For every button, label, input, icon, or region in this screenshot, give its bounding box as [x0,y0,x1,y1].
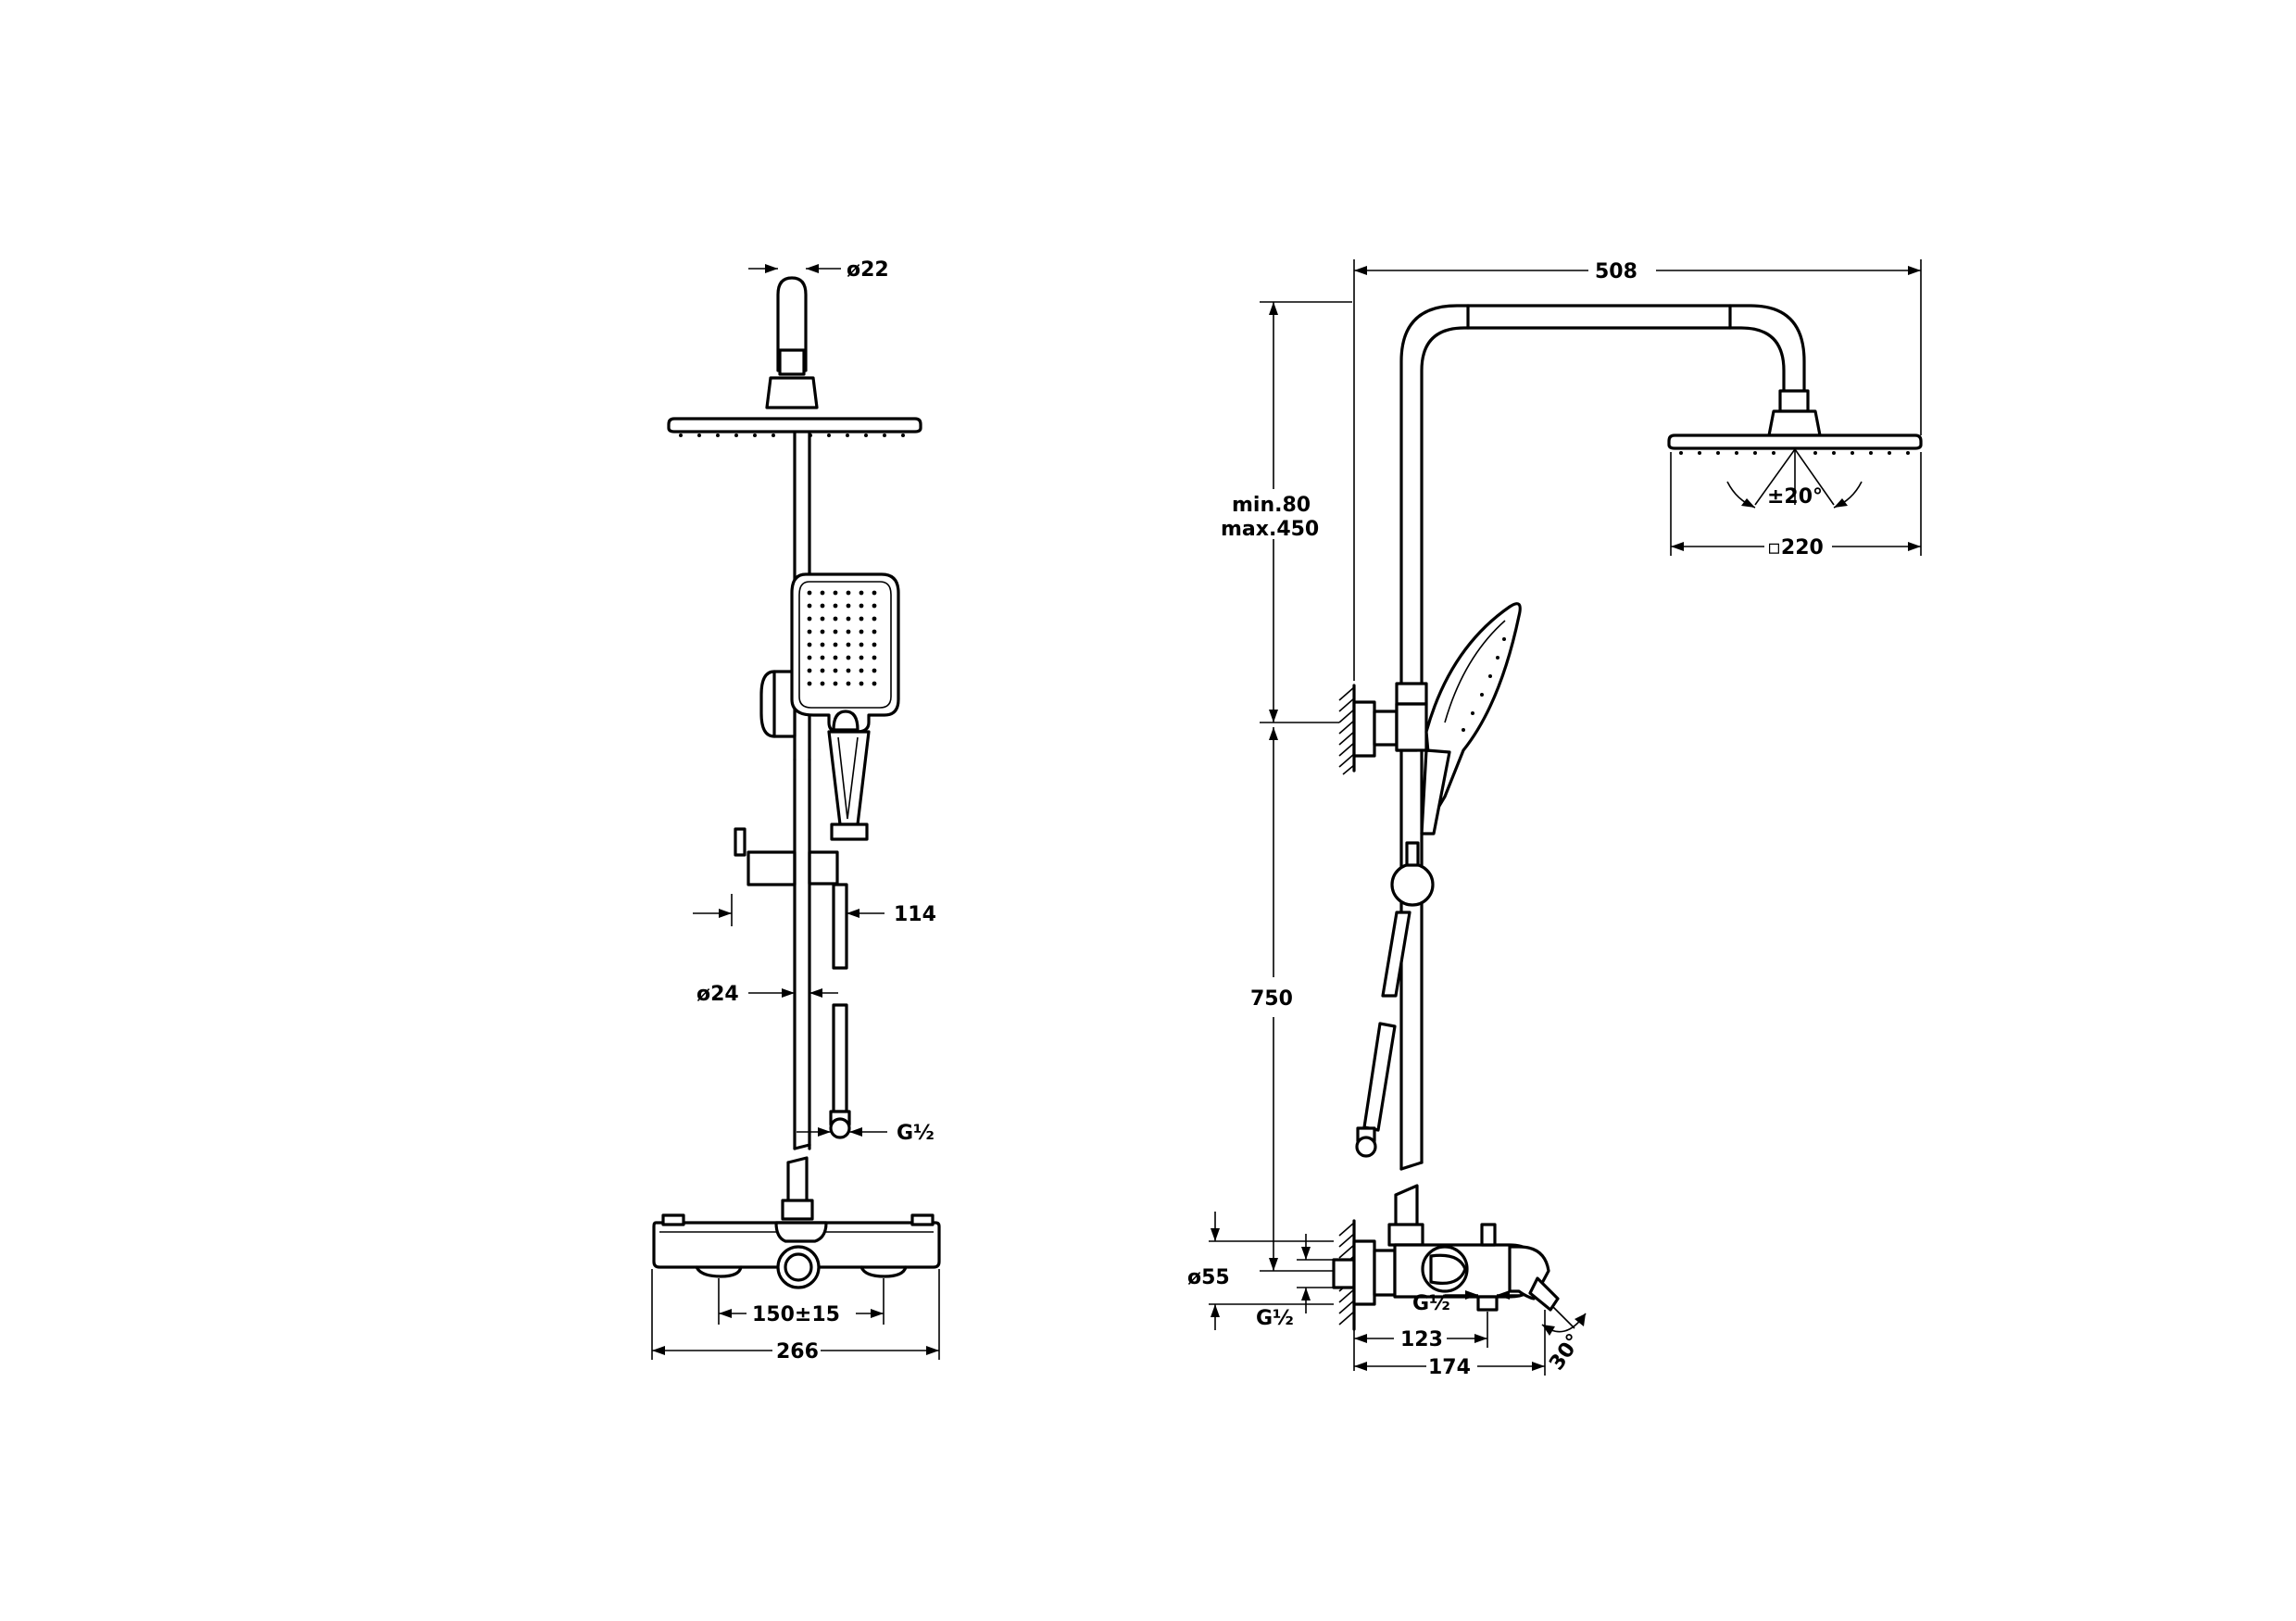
dim-body-width: 266 [651,1269,940,1363]
side-inlet-pipe [1332,1258,1356,1289]
side-slider-knob [1390,862,1435,907]
side-riser-inlet-nut [1387,1223,1424,1247]
spray-selector-button [832,710,859,732]
side-riser-arm-inner [1420,326,1786,697]
left-inlet [695,1265,743,1278]
dim-head-size-label: ▫220 [1767,536,1824,559]
side-arm-collar [1778,389,1810,413]
side-hose-upper [1381,911,1411,998]
front-view: ø22 114 ø24 G½ [651,258,941,1363]
side-riser-lower [1394,1184,1419,1226]
side-hose-lower [1362,1022,1397,1132]
dim-hose-connection-label: G½ [897,1122,935,1145]
slider-body [747,850,797,886]
hose-lower [832,1003,848,1113]
dim-head-size: ▫220 [1670,452,1922,559]
diverter-knob-inner [784,1252,813,1282]
slider-knob [734,827,747,857]
wall-upper [1338,684,1356,775]
side-hand-handle [1420,748,1451,836]
handle-groove [837,736,859,820]
dim-tilt-angle-label: ±20° [1767,485,1823,509]
arm-collar [778,348,806,376]
side-hand-shower-edge [1444,620,1506,723]
dim-wall-to-outlet-label: 123 [1400,1328,1443,1351]
wall-bracket-plate [1352,700,1376,758]
dim-handshower-offset: 114 [693,894,936,926]
side-mixer-knob-face [1429,1253,1467,1285]
mixer-center-outlet [774,1221,828,1243]
side-spout-tip [1528,1276,1560,1312]
dim-inlet-spacing: 150±15 [718,1278,885,1326]
right-inlet [859,1265,908,1278]
side-slider-top [1395,682,1428,706]
dim-arm-diameter-label: ø22 [847,258,889,282]
riser-break-top [793,1143,811,1150]
dim-inlet-connection: G½ [1256,1234,1334,1330]
side-inlet-connector [1373,1249,1397,1297]
side-riser-arm [1399,304,1806,697]
mixer-body [652,1221,941,1269]
dim-riser-height-label: 750 [1250,987,1293,1011]
side-mixer-top-button [1480,1223,1497,1247]
hand-shower-nozzles [807,590,877,686]
side-slider-knob-pin [1405,841,1420,867]
side-view: ±20° [1187,259,1923,1379]
mixer-left-cap [661,1213,685,1226]
hand-shower-inner [798,581,892,709]
handle-nut [830,823,869,841]
dim-spout-angle-label: 30° [1545,1330,1586,1375]
dim-riser-diameter: ø24 [696,983,838,1006]
side-escutcheon [1352,1239,1376,1306]
dim-arm-projection: 508 [1353,259,1922,681]
head-nozzles [679,434,905,437]
dim-arm-projection-label: 508 [1595,260,1637,283]
dim-handshower-offset-label: 114 [894,903,936,926]
side-head-mount [1767,409,1822,437]
side-riser-break [1399,1161,1424,1171]
dim-arm-diameter: ø22 [748,258,889,282]
dim-wall-to-outlet: 123 [1353,1306,1488,1371]
dim-body-width-label: 266 [776,1340,819,1363]
dim-inlet-connection-label: G½ [1256,1307,1294,1330]
dim-inlet-spacing-label: 150±15 [752,1303,840,1326]
dim-riser-diameter-label: ø24 [696,983,739,1006]
riser-bracket [759,670,797,738]
side-hose-coupling [1355,1136,1377,1158]
mixer-right-cap [910,1213,935,1226]
dim-outlet-connection-label: G½ [1412,1292,1450,1315]
dim-outlet-connection: G½ [1412,1290,1519,1315]
tilt-indicator: ±20° [1726,448,1863,509]
dim-height-adjust: min.80 max.450 [1221,301,1352,723]
side-slider-holder [1395,702,1428,752]
head-mount [765,376,819,409]
dim-escutcheon-diameter: ø55 [1187,1212,1334,1330]
side-hand-nozzles [1462,637,1506,732]
riser-lower-stub [786,1156,809,1206]
dim-wall-to-spout-label: 174 [1428,1356,1471,1379]
riser-inlet-nut [781,1199,814,1221]
dim-hose-connection: G½ [797,1122,935,1145]
side-overhead-head [1667,434,1923,450]
shower-arm [776,276,808,372]
dim-spout-angle: 30° [1541,1305,1587,1375]
side-head-nozzles [1679,451,1910,455]
hose-upper [832,883,848,970]
dim-height-adjust-max-label: max.450 [1221,518,1319,541]
slider-clamp [808,850,839,886]
hose-coupling [829,1117,851,1139]
dim-escutcheon-diameter-label: ø55 [1187,1266,1230,1289]
dim-wall-to-spout: 174 [1354,1310,1546,1379]
wall-bracket-arm [1373,710,1399,747]
overhead-shower-head [667,417,922,434]
dim-height-adjust-min-label: min.80 [1232,494,1311,517]
side-mixer-outlet [1476,1295,1499,1312]
dim-riser-height: 750 [1250,727,1334,1272]
